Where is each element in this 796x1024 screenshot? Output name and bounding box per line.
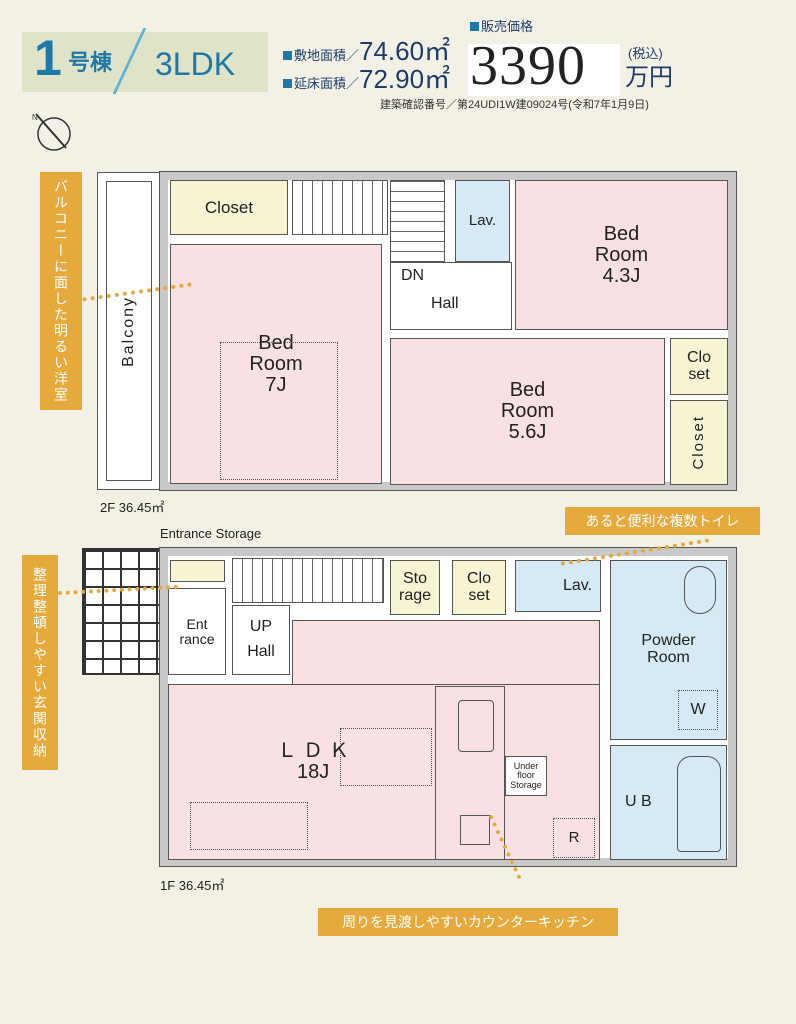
- callout-entrance-text: 整理整頓しやすい玄関収納: [32, 566, 48, 759]
- hall-1f: UP Hall: [232, 605, 290, 675]
- tax-note: (税込): [628, 46, 663, 61]
- lavatory-label: Lav.: [468, 212, 497, 230]
- dining-table: [340, 728, 432, 786]
- bed-outline: [220, 342, 338, 480]
- storage-label: Sto rage: [398, 569, 432, 604]
- refrigerator-label: R: [568, 829, 580, 847]
- floor2-label: 2F 36.45㎡: [100, 500, 165, 515]
- balcony: Balcony: [97, 172, 161, 490]
- entrance-storage-label: Entrance Storage: [160, 526, 262, 541]
- permit-number: 建築確認番号／第24UDI1W建09024号(令和7年1月9日): [380, 99, 649, 111]
- hall-2f: DN Hall: [390, 262, 512, 330]
- closet-label: Closet: [204, 197, 254, 217]
- price: 3390: [470, 35, 586, 97]
- closet-2f-side: Closet: [670, 400, 728, 485]
- stairs-2f: [292, 180, 388, 235]
- bedroom-5-6j-label: Bed Room 5.6J: [500, 379, 555, 443]
- hall-label: Hall: [431, 295, 459, 312]
- callout-kitchen: 周りを見渡しやすいカウンターキッチン: [318, 908, 618, 936]
- entrance-storage: [170, 560, 225, 582]
- north-arrow-icon: N: [32, 113, 71, 151]
- powder-room: Powder Room: [610, 560, 727, 740]
- balcony-label: Balcony: [120, 295, 137, 367]
- site-area-value: 74.60㎡: [359, 36, 451, 66]
- bedroom-7j: Bed Room 7J: [170, 244, 382, 484]
- bathtub: [677, 756, 721, 852]
- entrance-label: Ent rance: [179, 615, 215, 647]
- down-label: DN: [401, 267, 425, 284]
- under-floor-label: Under floor Storage: [510, 760, 542, 790]
- entrance: Ent rance: [168, 588, 226, 675]
- ldk-size: 18J: [297, 761, 330, 783]
- under-floor-storage: Under floor Storage: [505, 756, 547, 796]
- building-suffix: 号棟: [68, 50, 113, 75]
- stairs-2f-landing: [390, 180, 445, 262]
- site-area: 敷地面積／74.60㎡: [283, 38, 450, 64]
- callout-entrance: 整理整頓しやすい玄関収納: [22, 555, 58, 770]
- price-label-text: 販売価格: [481, 19, 534, 34]
- lavatory-1f: Lav.: [515, 560, 601, 612]
- stove-icon: [460, 815, 490, 845]
- callout-toilets-text: あると便利な複数トイレ: [585, 513, 740, 529]
- floor-area-label: 延床面積／: [294, 76, 360, 91]
- washbasin: [684, 566, 716, 614]
- svg-text:N: N: [32, 113, 38, 122]
- lavatory-2f: Lav.: [455, 180, 510, 262]
- washer: W: [678, 690, 718, 730]
- washer-label: W: [690, 700, 706, 718]
- floor-area: 延床面積／72.90㎡: [283, 66, 450, 92]
- header-badge: [22, 32, 268, 92]
- closet-2f-top: Closet: [170, 180, 288, 235]
- closet-1f-label: Clo set: [466, 569, 491, 604]
- bedroom-7j-label: Bed Room 7J: [249, 331, 303, 396]
- bedroom-5-6j: Bed Room 5.6J: [390, 338, 665, 485]
- bedroom-4-3j: Bed Room 4.3J: [515, 180, 728, 330]
- ldk-upper: [292, 620, 600, 684]
- sink: [458, 700, 494, 752]
- refrigerator: R: [553, 818, 595, 858]
- layout-type: 3LDK: [155, 46, 236, 82]
- price-unit: 万円: [625, 64, 673, 91]
- lavatory-1f-label: Lav.: [562, 576, 592, 594]
- porch-tiles: [82, 548, 162, 675]
- floor-area-value: 72.90㎡: [359, 64, 451, 94]
- price-label: 販売価格: [470, 18, 533, 36]
- closet-2f-set: Clo set: [670, 338, 728, 395]
- storage-1f: Sto rage: [390, 560, 440, 615]
- closet-side-label: Closet: [690, 415, 708, 470]
- callout-balcony: バルコニーに面した明るい洋室: [40, 172, 82, 410]
- floor1-label: 1F 36.45㎡: [160, 878, 225, 893]
- stairs-1f: [232, 558, 384, 603]
- bathroom-label: U B: [625, 793, 652, 811]
- powder-room-label: Powder Room: [641, 632, 696, 666]
- up-label: UP: [249, 618, 273, 636]
- ldk-label: ＬＤＫ: [277, 740, 355, 762]
- callout-balcony-text: バルコニーに面した明るい洋室: [53, 179, 69, 403]
- closet-1f: Clo set: [452, 560, 506, 615]
- bedroom-4-3j-label: Bed Room 4.3J: [594, 222, 649, 287]
- price-box: [468, 44, 620, 96]
- site-area-label: 敷地面積／: [294, 48, 360, 63]
- closet-set-label: Clo set: [686, 348, 711, 383]
- hall-1f-label: Hall: [247, 643, 275, 660]
- callout-kitchen-text: 周りを見渡しやすいカウンターキッチン: [342, 914, 594, 930]
- building-number: 1: [34, 30, 62, 86]
- sofa: [190, 802, 308, 850]
- callout-toilets: あると便利な複数トイレ: [565, 507, 760, 535]
